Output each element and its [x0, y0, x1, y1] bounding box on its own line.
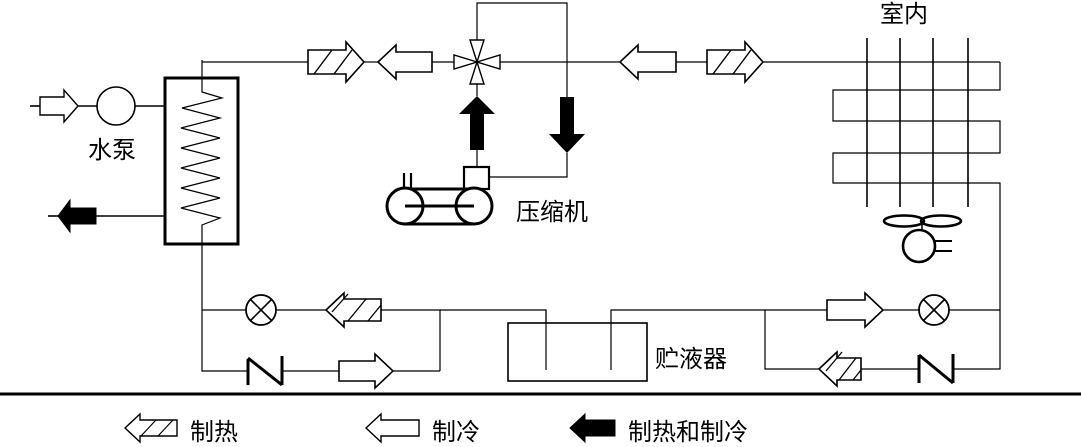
legend-item-both: 制热和制冷	[569, 412, 748, 446]
compressor-suction-arrow	[549, 97, 585, 153]
heating-flow-arrow-4	[817, 350, 862, 388]
cooling-flow-arrow-3	[338, 352, 395, 390]
cooling-flow-arrow	[376, 43, 433, 81]
receiver-tank	[507, 322, 648, 382]
legend: 制热 制冷 制热和制冷	[123, 412, 748, 446]
heat-exchanger-coil	[180, 60, 225, 310]
heating-flow-arrow	[307, 41, 365, 83]
cooling-flow-arrow-4	[826, 291, 885, 329]
water-inlet-arrow	[30, 88, 79, 124]
water-outlet-arrow	[48, 198, 165, 234]
water-pump-label: 水泵	[88, 136, 136, 164]
cooling-flow-arrow-2	[618, 43, 677, 81]
water-heat-exchanger	[163, 76, 240, 246]
check-valve-right-icon	[917, 353, 955, 385]
fan-icon	[882, 214, 963, 264]
four-way-valve-icon	[453, 39, 501, 85]
legend-label-heating: 制热	[190, 418, 238, 446]
water-pump-icon	[96, 86, 136, 126]
legend-item-cooling: 制冷	[364, 412, 480, 446]
heating-flow-arrow-3	[324, 291, 382, 329]
legend-label-cooling: 制冷	[432, 418, 480, 446]
hollow-arrow-icon	[364, 412, 420, 444]
compressor-discharge-arrow	[459, 96, 495, 150]
expansion-valve-right-icon	[918, 294, 950, 326]
indoor-label: 室内	[880, 0, 928, 28]
expansion-valve-left-icon	[245, 294, 277, 326]
compressor-icon	[385, 165, 494, 226]
indoor-coil	[832, 38, 1001, 310]
hatched-arrow-icon	[123, 412, 178, 444]
receiver-label: 贮液器	[655, 345, 727, 373]
legend-label-both: 制热和制冷	[628, 418, 748, 446]
heating-flow-arrow-2	[706, 41, 764, 83]
solid-arrow-icon	[569, 412, 616, 444]
compressor-label: 压缩机	[516, 198, 588, 226]
check-valve-left-icon	[246, 356, 284, 387]
legend-item-heating: 制热	[123, 412, 238, 446]
